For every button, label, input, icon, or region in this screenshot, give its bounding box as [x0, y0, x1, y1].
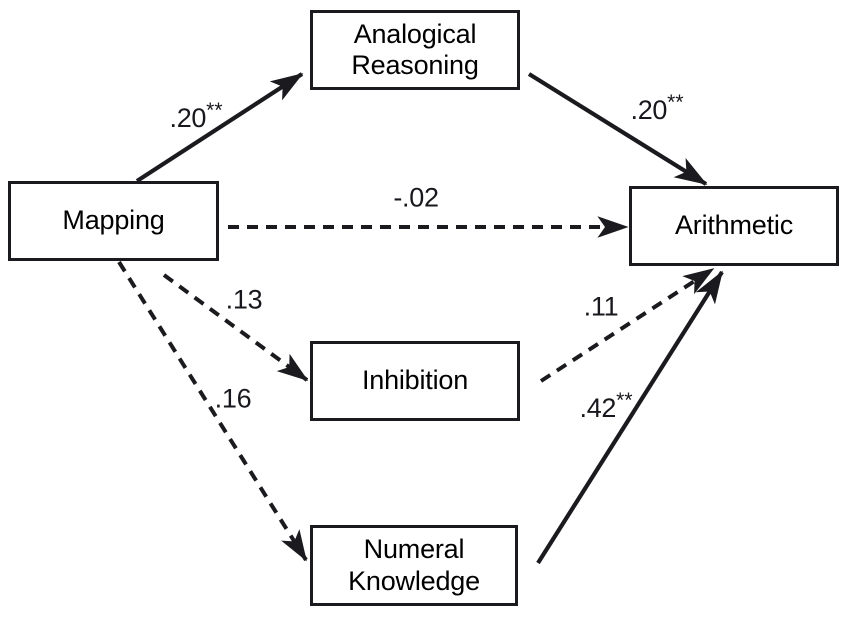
node-arithmetic[interactable]: Arithmetic: [629, 186, 839, 266]
node-analogical-reasoning[interactable]: Analogical Reasoning: [310, 10, 520, 90]
significance-stars: **: [616, 389, 633, 412]
edge-analogical-to-arithmetic: [527, 72, 708, 186]
edge-mapping-to-numeral-knowledge: [117, 260, 308, 562]
node-numeral-knowledge[interactable]: Numeral Knowledge: [310, 525, 518, 606]
significance-stars: **: [667, 91, 684, 114]
path-coefficient: .42: [579, 393, 617, 423]
path-coefficient: .16: [214, 383, 252, 414]
node-label-arithmetic: Arithmetic: [674, 210, 794, 241]
path-coefficient: .11: [583, 291, 619, 322]
node-label-inhibition: Inhibition: [361, 365, 469, 396]
path-label-numeral-knowledge-to-arithmetic: .42**: [580, 390, 633, 422]
path-coefficient: .20: [169, 103, 207, 133]
path-coefficient: .20: [630, 95, 668, 125]
path-coefficient: -.02: [393, 182, 439, 213]
path-label-mapping-to-inhibition: .13: [225, 284, 263, 315]
edge-mapping-to-inhibition: [162, 273, 309, 382]
node-mapping[interactable]: Mapping: [8, 181, 219, 261]
path-coefficient: .13: [225, 284, 263, 315]
edge-numeral-knowledge-to-arithmetic: [536, 270, 724, 565]
edge-inhibition-to-arithmetic: [539, 267, 715, 383]
edge-mapping-to-analogical: [135, 72, 304, 183]
node-inhibition[interactable]: Inhibition: [310, 341, 520, 421]
path-label-mapping-to-analogical: .20**: [170, 100, 223, 132]
path-label-mapping-to-numeral-knowledge: .16: [214, 383, 252, 414]
path-label-inhibition-to-arithmetic: .11: [583, 291, 619, 322]
significance-stars: **: [206, 99, 223, 122]
node-label-numeral-knowledge: Numeral Knowledge: [348, 534, 480, 596]
path-label-analogical-to-arithmetic: .20**: [631, 92, 684, 124]
node-label-analogical-reasoning: Analogical Reasoning: [351, 18, 479, 80]
node-label-mapping: Mapping: [62, 205, 165, 236]
path-label-mapping-to-arithmetic: -.02: [393, 182, 439, 213]
